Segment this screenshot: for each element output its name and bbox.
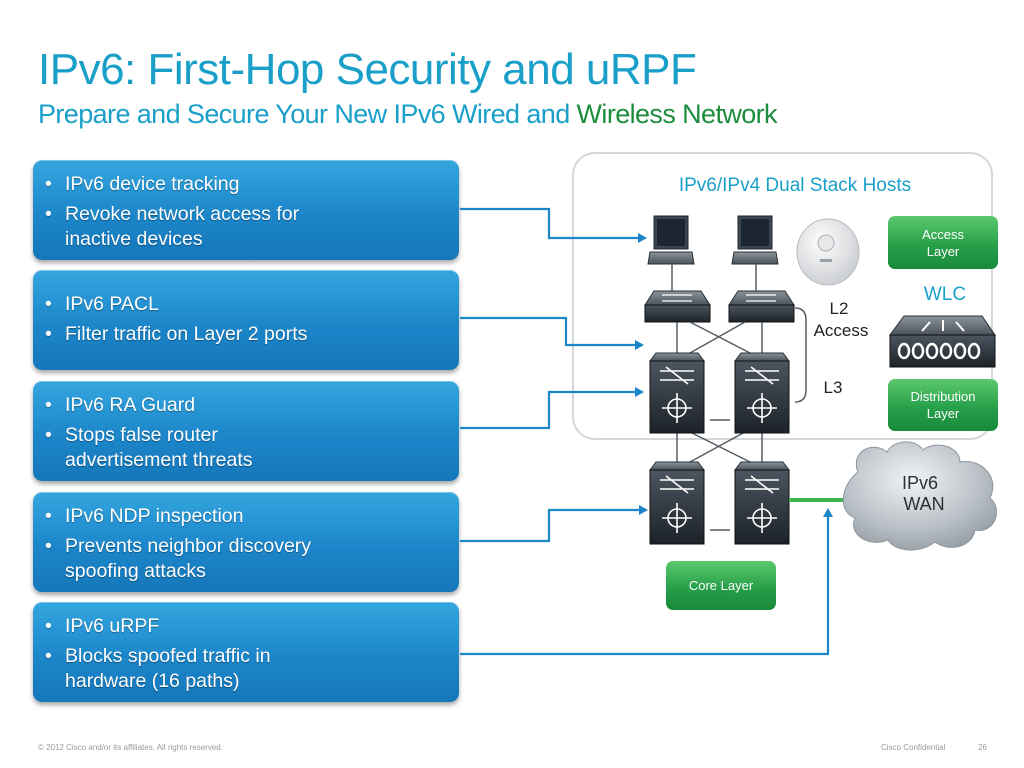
wlc-label: WLC: [924, 284, 966, 305]
bullet-line: Stops false router: [65, 424, 218, 446]
panel-bullet: IPv6 device tracking: [45, 172, 459, 197]
panel-bullet: Blocks spoofed traffic in hardware (16 pa…: [45, 644, 459, 694]
distribution-layer-badge: Distribution Layer: [888, 379, 998, 431]
laptop-icon: [731, 215, 779, 265]
hosts-label: IPv6/IPv4 Dual Stack Hosts: [679, 175, 911, 196]
panel-bullet: IPv6 RA Guard: [45, 393, 459, 418]
bullet-line: IPv6 NDP inspection: [65, 505, 244, 527]
subtitle-text: Prepare and Secure Your New IPv6 Wired a…: [38, 99, 577, 129]
arrow-icon: [460, 207, 647, 243]
footer-copyright: © 2012 Cisco and/or its affiliates. All …: [38, 743, 223, 752]
panel-bullet: Stops false router advertisement threats: [45, 423, 459, 473]
cloud-icon: IPv6 WAN: [842, 441, 997, 551]
distribution-layer-label: Layer: [927, 406, 960, 421]
bullet-line: IPv6 device tracking: [65, 173, 240, 195]
page-number: 26: [978, 743, 987, 752]
l3-label: L3: [824, 378, 843, 397]
bullet-line: Blocks spoofed traffic in: [65, 645, 271, 667]
subtitle-emphasis: Wireless Network: [576, 99, 778, 129]
arrow-icon: [460, 207, 833, 656]
panel-bullet: IPv6 uRPF: [45, 614, 459, 639]
bullet-line: Filter traffic on Layer 2 ports: [65, 323, 308, 345]
access-point-icon: [796, 218, 860, 286]
multilayer-switch-icon: [734, 352, 790, 434]
panel-bullet: Revoke network access for inactive device…: [45, 202, 459, 252]
multilayer-switch-icon: [649, 461, 705, 545]
l2-access-label: Access: [814, 321, 869, 340]
wan-label: WAN: [903, 494, 944, 514]
layer-boundary-bracket: [794, 307, 807, 403]
slide-subtitle: Prepare and Secure Your New IPv6 Wired a…: [38, 98, 778, 130]
footer-confidential: Cisco Confidential: [881, 743, 946, 752]
access-layer-badge: Access Layer: [888, 216, 998, 269]
bullet-line: IPv6 uRPF: [65, 615, 160, 637]
core-layer-label: Core Layer: [689, 578, 754, 593]
bullet-line: advertisement threats: [65, 449, 253, 471]
panel-device-tracking: IPv6 device tracking Revoke network acce…: [33, 160, 459, 260]
panel-bullet: IPv6 NDP inspection: [45, 504, 459, 529]
slide-title: IPv6: First-Hop Security and uRPF: [38, 45, 697, 94]
distribution-layer-label: Distribution: [910, 389, 975, 404]
l2-access-label: L2: [830, 299, 849, 318]
wan-label: IPv6: [902, 473, 938, 493]
bullet-line: spoofing attacks: [65, 560, 206, 582]
multilayer-switch-icon: [734, 461, 790, 545]
l2-switch-icon: [644, 290, 711, 323]
access-layer-label: Access: [922, 227, 964, 242]
panel-pacl: IPv6 PACL Filter traffic on Layer 2 port…: [33, 270, 459, 370]
multilayer-switch-icon: [649, 352, 705, 434]
arrow-icon: [460, 508, 833, 656]
bullet-line: Revoke network access for: [65, 203, 300, 225]
panel-ndp-inspection: IPv6 NDP inspection Prevents neighbor di…: [33, 492, 459, 592]
panel-bullet: Filter traffic on Layer 2 ports: [45, 322, 459, 347]
bullet-line: Prevents neighbor discovery: [65, 535, 312, 557]
laptop-icon: [647, 215, 695, 265]
arrow-icon: [460, 505, 648, 543]
panel-bullet: IPv6 PACL: [45, 292, 459, 317]
arrow-icon: [460, 316, 644, 350]
panel-ra-guard: IPv6 RA Guard Stops false router advertis…: [33, 381, 459, 481]
bullet-line: inactive devices: [65, 228, 203, 250]
wlc-icon: [889, 315, 996, 368]
arrow-icon: [460, 387, 644, 430]
l2-switch-icon: [728, 290, 795, 323]
bullet-line: hardware (16 paths): [65, 670, 240, 692]
access-layer-label: Layer: [927, 244, 960, 259]
panel-urpf: IPv6 uRPF Blocks spoofed traffic in hardw…: [33, 602, 459, 702]
core-layer-badge: Core Layer: [666, 561, 776, 610]
network-links: [671, 264, 763, 531]
bullet-line: IPv6 PACL: [65, 293, 159, 315]
bullet-line: IPv6 RA Guard: [65, 394, 196, 416]
panel-bullet: Prevents neighbor discovery spoofing atta…: [45, 534, 459, 584]
